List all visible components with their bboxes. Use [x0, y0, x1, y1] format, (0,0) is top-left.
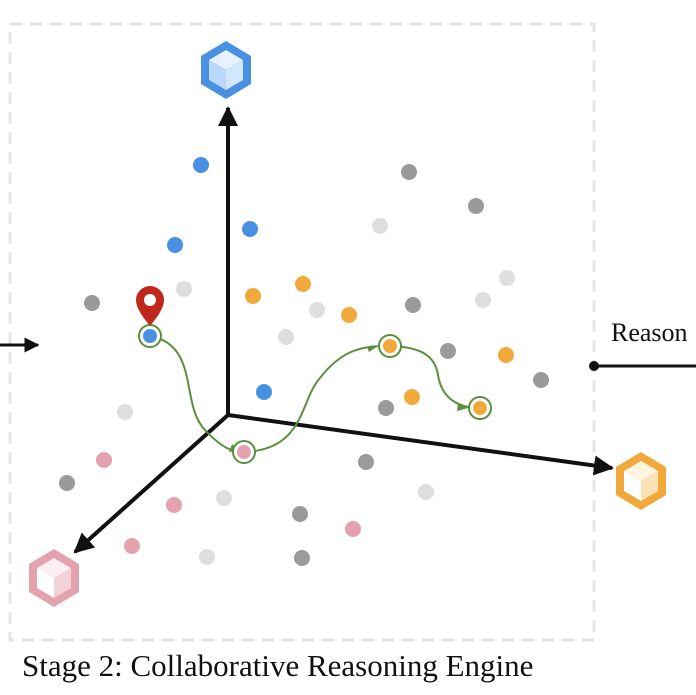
dot-orange [295, 276, 311, 292]
dashed-frame [8, 22, 596, 642]
dot-gray-dark [401, 164, 417, 180]
dot-gray-light [216, 490, 232, 506]
dot-gray-light [475, 292, 491, 308]
dot-pink [96, 452, 112, 468]
reasoning-path-arrow [457, 403, 468, 411]
dot-gray-dark [405, 297, 421, 313]
dot-gray-light [309, 302, 325, 318]
dot-gray-dark [440, 343, 456, 359]
location-pin-icon [136, 286, 164, 326]
reasoning-path-arrow [367, 346, 378, 352]
dot-blue [256, 384, 272, 400]
dot-gray-dark [468, 198, 484, 214]
axis-left [73, 413, 230, 554]
dot-gray-light [199, 549, 215, 565]
dot-gray-dark [84, 295, 100, 311]
path-node-orange [378, 334, 402, 358]
dot-gray-light [278, 329, 294, 345]
dot-orange [341, 307, 357, 323]
axis-right [227, 413, 614, 476]
dot-orange [404, 389, 420, 405]
outgoing-connector-dot [589, 361, 599, 371]
dot-pink [166, 497, 182, 513]
scatter-dots [59, 157, 549, 566]
dot-gray-dark [533, 372, 549, 388]
dot-blue [167, 237, 183, 253]
dot-blue [242, 221, 258, 237]
cube-blue-icon [201, 41, 251, 99]
reasoning-label: Reason [611, 318, 688, 347]
path-node-end [468, 396, 492, 420]
dot-orange [498, 347, 514, 363]
dot-blue [193, 157, 209, 173]
dot-gray-light [418, 484, 434, 500]
dot-orange [245, 288, 261, 304]
dot-pink [345, 521, 361, 537]
dot-gray-light [117, 404, 133, 420]
reasoning-path [149, 335, 481, 454]
dot-gray-dark [292, 506, 308, 522]
dot-gray-dark [358, 454, 374, 470]
path-node-start [138, 324, 162, 348]
dot-gray-dark [59, 475, 75, 491]
dot-gray-dark [294, 550, 310, 566]
dot-gray-light [176, 281, 192, 297]
dot-gray-light [499, 270, 515, 286]
cube-orange-icon [616, 452, 666, 510]
dot-gray-dark [378, 400, 394, 416]
cube-pink-icon [29, 549, 79, 607]
dot-pink [124, 538, 140, 554]
stage-caption: Stage 2: Collaborative Reasoning Engine [22, 648, 534, 683]
path-node-pink [232, 440, 256, 464]
dot-gray-light [372, 218, 388, 234]
